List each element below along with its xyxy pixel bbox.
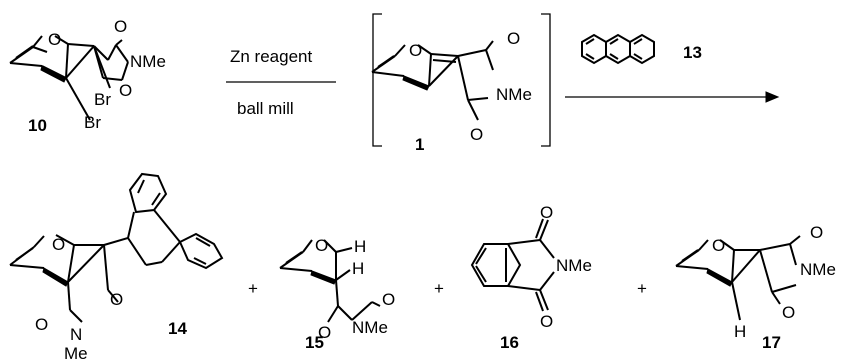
arrow-condition-above: Zn reagent xyxy=(230,47,312,66)
wedge-bond xyxy=(310,270,337,285)
compound-17 xyxy=(675,235,801,321)
wedge-bond xyxy=(706,268,733,287)
plus-sign: + xyxy=(434,279,444,298)
atom-o: O xyxy=(119,81,132,100)
atom-br: Br xyxy=(84,113,101,132)
atom-nme: NMe xyxy=(352,318,388,337)
compound-1 xyxy=(371,40,494,121)
atom-o: O xyxy=(712,236,725,255)
compound-number: 14 xyxy=(168,319,187,338)
compound-number: 17 xyxy=(762,333,781,352)
atom-o: O xyxy=(315,236,328,255)
atom-nme: NMe xyxy=(556,256,592,275)
intermediate-brackets xyxy=(372,13,551,147)
atom-o: O xyxy=(540,312,553,331)
compound-14 xyxy=(9,172,224,323)
compound-16 xyxy=(470,218,555,312)
atom-o: O xyxy=(35,315,48,334)
atom-o: O xyxy=(409,41,422,60)
anthracene-13 xyxy=(581,33,655,65)
atom-o: O xyxy=(382,290,395,309)
wedge-bond xyxy=(402,75,430,91)
atom-o: O xyxy=(52,235,65,254)
atom-o: O xyxy=(318,323,331,342)
compound-15 xyxy=(279,239,381,323)
atom-o: O xyxy=(810,223,823,242)
atom-o: O xyxy=(114,17,127,36)
atom-o: O xyxy=(470,125,483,144)
atom-h: H xyxy=(734,322,746,341)
compound-number: 15 xyxy=(305,333,324,352)
compound-number: 13 xyxy=(683,43,702,62)
plus-sign: + xyxy=(637,279,647,298)
atom-nme: NMe xyxy=(800,260,836,279)
wedge-bond xyxy=(42,267,69,287)
arrow-condition-below: ball mill xyxy=(237,99,294,118)
atom-o: O xyxy=(540,203,553,222)
wedge-bond xyxy=(40,65,67,83)
compound-number: 1 xyxy=(415,135,424,154)
atom-me: Me xyxy=(64,344,88,361)
compound-10 xyxy=(9,35,129,121)
atom-o: O xyxy=(507,29,520,48)
atom-o: O xyxy=(48,30,61,49)
atom-o: O xyxy=(110,290,123,309)
atom-nme: NMe xyxy=(130,52,166,71)
atom-h: H xyxy=(352,259,364,278)
atom-nme: NMe xyxy=(496,85,532,104)
atom-o: O xyxy=(782,303,795,322)
reaction-arrow xyxy=(565,91,780,103)
atom-h: H xyxy=(354,237,366,256)
plus-sign: + xyxy=(248,279,258,298)
compound-number: 10 xyxy=(28,116,47,135)
atom-br: Br xyxy=(94,90,111,109)
compound-number: 16 xyxy=(500,333,519,352)
atom-n: N xyxy=(70,325,82,344)
